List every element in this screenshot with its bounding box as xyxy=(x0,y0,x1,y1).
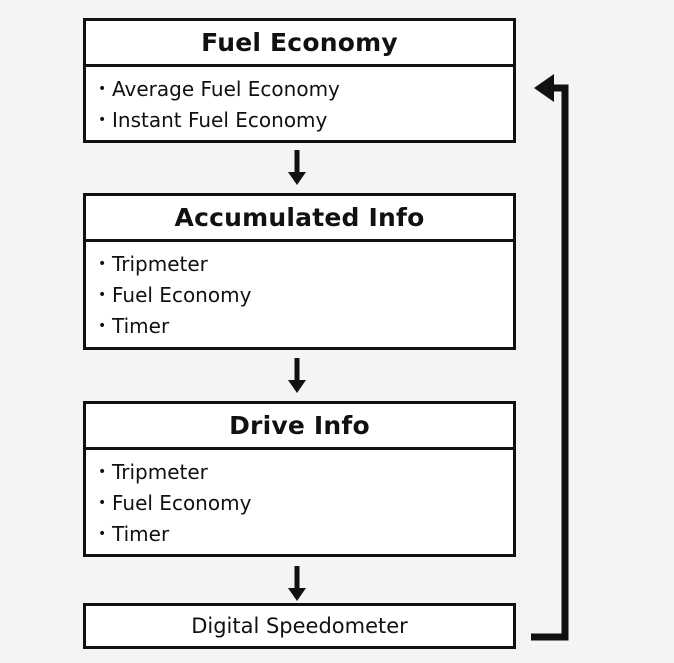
accumulated-info-list: • Tripmeter • Fuel Economy • Timer xyxy=(86,242,513,342)
accumulated-info-title: Accumulated Info xyxy=(86,196,513,242)
down-arrow-icon xyxy=(288,358,306,393)
bullet-icon: • xyxy=(98,112,107,128)
bullet-icon: • xyxy=(98,318,107,334)
item-label: Average Fuel Economy xyxy=(112,77,340,101)
drive-info-box: Drive Info • Tripmeter • Fuel Economy • Tim… xyxy=(83,401,516,557)
drive-info-list: • Tripmeter • Fuel Economy • Timer xyxy=(86,450,513,550)
fuel-economy-list: • Average Fuel Economy • Instant Fuel Econ… xyxy=(86,67,513,136)
down-arrow-icon xyxy=(288,566,306,601)
list-item: • Tripmeter xyxy=(98,249,501,280)
list-item: • Instant Fuel Economy xyxy=(98,105,501,136)
bullet-icon: • xyxy=(98,526,107,542)
item-label: Instant Fuel Economy xyxy=(112,108,328,132)
digital-speedometer-label: Digital Speedometer xyxy=(191,614,408,638)
down-arrow-icon xyxy=(288,150,306,185)
bullet-icon: • xyxy=(98,287,107,303)
list-item: • Fuel Economy xyxy=(98,280,501,311)
item-label: Timer xyxy=(112,314,170,338)
item-label: Tripmeter xyxy=(112,460,208,484)
list-item: • Fuel Economy xyxy=(98,488,501,519)
list-item: • Tripmeter xyxy=(98,457,501,488)
drive-info-title: Drive Info xyxy=(86,404,513,450)
item-label: Timer xyxy=(112,522,170,546)
item-label: Fuel Economy xyxy=(112,283,252,307)
bullet-icon: • xyxy=(98,464,107,480)
accumulated-info-box: Accumulated Info • Tripmeter • Fuel Econom… xyxy=(83,193,516,350)
bullet-icon: • xyxy=(98,495,107,511)
fuel-economy-title: Fuel Economy xyxy=(86,21,513,67)
list-item: • Timer xyxy=(98,519,501,550)
digital-speedometer-box: Digital Speedometer xyxy=(83,603,516,649)
fuel-economy-box: Fuel Economy • Average Fuel Economy • Inst… xyxy=(83,18,516,143)
list-item: • Average Fuel Economy xyxy=(98,74,501,105)
item-label: Tripmeter xyxy=(112,252,208,276)
item-label: Fuel Economy xyxy=(112,491,252,515)
bullet-icon: • xyxy=(98,256,107,272)
list-item: • Timer xyxy=(98,311,501,342)
bullet-icon: • xyxy=(98,81,107,97)
